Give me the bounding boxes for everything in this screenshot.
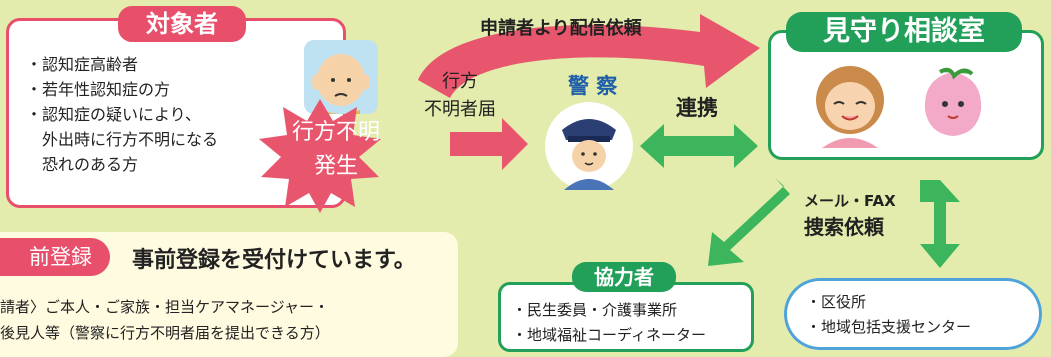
mimamori-title: 見守り相談室 <box>786 12 1022 52</box>
missing-report-label: 行方 不明者届 <box>420 68 500 124</box>
list-item: ・若年性認知症の方 <box>26 80 171 99</box>
registration-heading: 事前登録を受付けています。 <box>132 248 416 273</box>
search-line1: メール・FAX <box>804 192 896 210</box>
burst-line1: 行方不明 <box>291 120 380 145</box>
registration-line2: 後見人等（警察に行方不明者届を提出できる方） <box>0 324 330 342</box>
elderly-person-icon <box>304 40 378 114</box>
list-item: 外出時に行方不明になる <box>26 130 219 149</box>
office-panel <box>784 278 1042 350</box>
missing-report-line1: 行方 <box>442 71 478 92</box>
office-list: ・区役所 ・地域包括支援センター <box>806 290 971 340</box>
missing-burst <box>259 99 381 213</box>
registration-badge: 前登録 <box>0 238 110 276</box>
burst-text: 行方不明 発生 <box>288 116 384 184</box>
police-label: 警 察 <box>568 74 618 98</box>
staff-woman-icon <box>816 66 884 148</box>
search-label: メール・FAX 捜索依頼 <box>804 190 896 240</box>
list-item: ・地域福祉コーディネーター <box>512 326 706 344</box>
cooperator-title: 協力者 <box>572 262 676 292</box>
list-item: ・認知症高齢者 <box>26 55 139 74</box>
police-officer-icon <box>545 102 633 190</box>
registration-line1: 請者〉ご本人・ご家族・担当ケアマネージャー・ <box>0 298 329 316</box>
list-item: ・民生委員・介護事業所 <box>512 301 678 319</box>
target-title: 対象者 <box>118 6 246 42</box>
target-list: ・認知症高齢者 ・若年性認知症の方 ・認知症の疑いにより、 外出時に行方不明にな… <box>26 52 276 177</box>
renkei-label: 連携 <box>676 96 718 120</box>
peach-mascot-icon <box>924 67 982 136</box>
list-item: 恐れのある方 <box>26 155 139 174</box>
cooperator-list: ・民生委員・介護事業所 ・地域福祉コーディネーター <box>512 298 706 348</box>
list-item: ・区役所 <box>806 293 867 311</box>
cooperator-panel <box>498 282 754 352</box>
list-item: ・認知症の疑いにより、 <box>26 105 202 124</box>
search-line2: 捜索依頼 <box>804 215 884 239</box>
burst-line2: 発生 <box>313 154 358 179</box>
request-label: 申請者より配信依頼 <box>480 18 642 39</box>
list-item: ・地域包括支援センター <box>806 318 972 336</box>
missing-report-line2: 不明者届 <box>424 99 496 120</box>
